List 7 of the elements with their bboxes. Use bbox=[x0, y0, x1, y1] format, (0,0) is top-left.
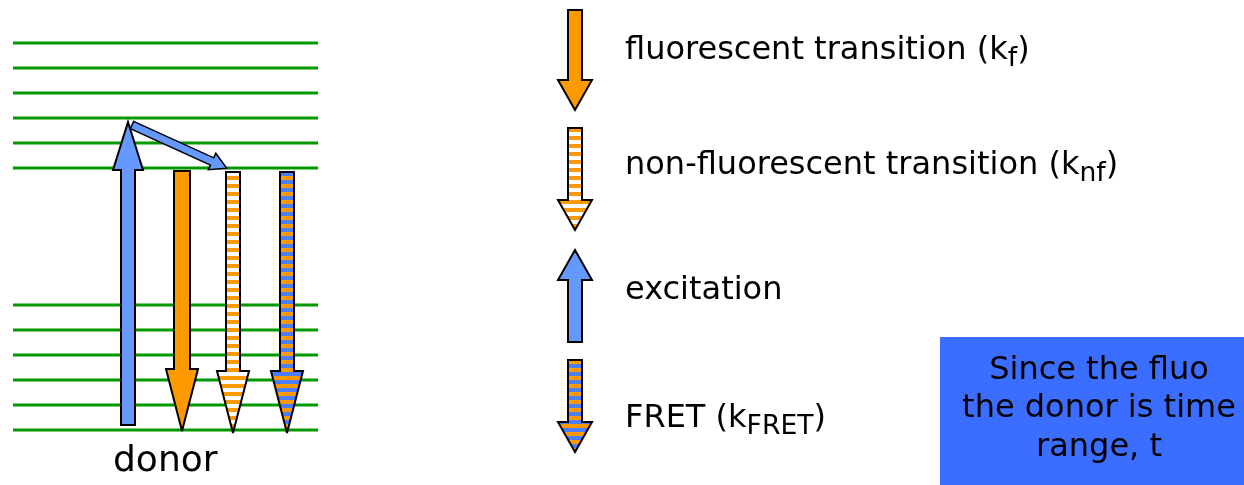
legend-label: FRET (k$_{FRET}$) bbox=[625, 400, 827, 440]
legend-label: non-fluorescent transition (k$_{nf}$) bbox=[625, 147, 1119, 187]
legend-label: fluorescent transition (k$_{f}$) bbox=[625, 32, 1030, 72]
note-box bbox=[940, 337, 1244, 485]
note-text: Since the fluo the donor is time range, t bbox=[961, 349, 1237, 465]
molecule-label: donor bbox=[113, 438, 218, 479]
legend-label: excitation bbox=[625, 272, 783, 304]
